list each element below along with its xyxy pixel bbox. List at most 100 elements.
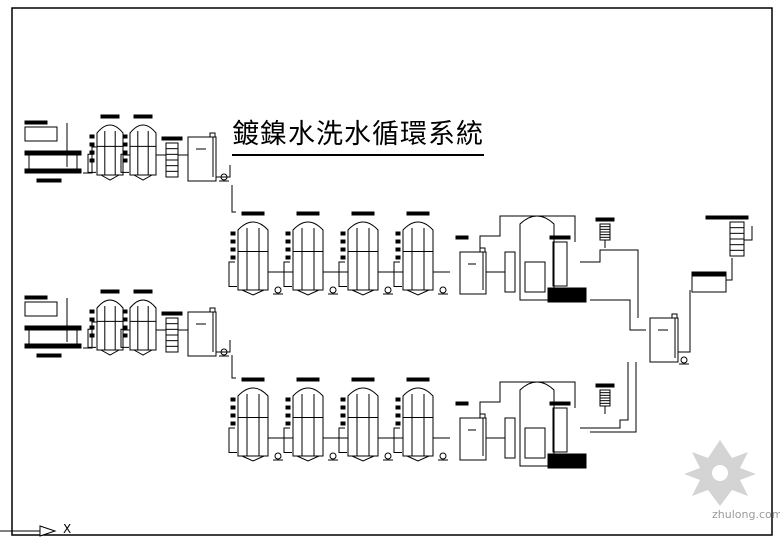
- valve: [285, 405, 291, 410]
- valve: [89, 134, 95, 139]
- valve: [340, 239, 346, 244]
- tag: [455, 235, 469, 240]
- valve: [285, 231, 291, 236]
- tank: [649, 313, 679, 363]
- vessel-bottom: [406, 289, 430, 296]
- pipe: [590, 362, 637, 433]
- valve: [340, 405, 346, 410]
- pump-skid: [547, 453, 587, 469]
- control-panel: [24, 301, 58, 317]
- valve: [122, 309, 128, 314]
- vessel-body: [237, 387, 269, 457]
- vessel-bottom: [351, 289, 375, 296]
- pump: [438, 452, 448, 461]
- valve: [230, 413, 236, 418]
- vessel-bottom: [296, 289, 320, 296]
- vessel-pipe: [283, 261, 292, 287]
- valve: [395, 255, 401, 260]
- tank: [187, 307, 217, 357]
- tag-label: [595, 383, 615, 388]
- vessel-pipe: [120, 328, 129, 348]
- pump: [273, 286, 283, 295]
- pump-body: [384, 286, 392, 294]
- pump-body: [274, 286, 282, 294]
- pump-body: [439, 286, 447, 294]
- piping-manifold: [524, 427, 546, 459]
- cartridge-filter: [161, 311, 183, 353]
- pump-body: [384, 452, 392, 460]
- vessel-pipe: [393, 261, 402, 287]
- pipe: [479, 381, 576, 418]
- pipe: [231, 355, 236, 379]
- valve: [395, 397, 401, 402]
- vessel-body: [129, 299, 157, 351]
- tag-label: [351, 377, 375, 382]
- valve: [285, 397, 291, 402]
- valve: [230, 239, 236, 244]
- valve: [395, 413, 401, 418]
- vessel-bottom: [296, 455, 320, 462]
- pipe: [83, 321, 97, 349]
- tag-label: [296, 211, 320, 216]
- vessel-body: [292, 221, 324, 291]
- control-panel: [24, 126, 58, 142]
- valve: [395, 231, 401, 236]
- vessel: [338, 211, 379, 296]
- tag: [705, 215, 727, 220]
- valve: [285, 255, 291, 260]
- pump: [438, 286, 448, 295]
- drawing-title: 鍍鎳水洗水循環系統: [232, 118, 484, 156]
- valve: [122, 333, 128, 338]
- vessel-body: [347, 387, 379, 457]
- tag: [455, 401, 469, 406]
- treatment-unit: [504, 215, 587, 303]
- pipe: [580, 249, 639, 318]
- tank-body: [459, 417, 487, 461]
- pump-skid: [547, 287, 587, 303]
- tank-rim: [24, 150, 82, 156]
- vessel: [393, 377, 434, 462]
- tag-label: [24, 120, 48, 125]
- vessel-bottom: [241, 455, 265, 462]
- valve: [340, 255, 346, 260]
- pump: [383, 286, 393, 295]
- watermark-text: zhulong.com: [712, 508, 780, 521]
- valve: [122, 325, 128, 330]
- cartridge-filter: [161, 136, 183, 178]
- tank-nozzle: [209, 307, 216, 313]
- pump-body: [329, 452, 337, 460]
- valve: [89, 317, 95, 322]
- tank-nozzle: [671, 313, 678, 319]
- equipment-layer: [24, 114, 749, 469]
- vessel-bottom: [351, 455, 375, 462]
- valve: [122, 317, 128, 322]
- vessel: [228, 211, 269, 296]
- pipe: [590, 299, 646, 331]
- vessel-pipe: [393, 427, 402, 453]
- valve: [122, 134, 128, 139]
- vessel-pipe: [120, 153, 129, 173]
- pump: [328, 452, 338, 461]
- tag-label: [241, 211, 265, 216]
- valve: [340, 421, 346, 426]
- vessel-body: [129, 124, 157, 176]
- vessel: [228, 377, 269, 462]
- vessel-body: [96, 299, 124, 351]
- tag-label: [351, 211, 375, 216]
- vessel: [120, 289, 157, 356]
- vessel: [120, 114, 157, 181]
- heat-exchanger: [504, 417, 516, 459]
- tag-label: [455, 235, 469, 240]
- valve: [285, 421, 291, 426]
- tag-label: [161, 136, 183, 141]
- tag-label: [705, 215, 727, 220]
- valve: [122, 150, 128, 155]
- pump-body: [274, 452, 282, 460]
- pump: [383, 452, 393, 461]
- tank-rim: [24, 343, 82, 349]
- tag-label: [241, 377, 265, 382]
- pump-body: [680, 356, 688, 364]
- tag-label: [549, 401, 571, 406]
- tank-rim: [24, 325, 82, 331]
